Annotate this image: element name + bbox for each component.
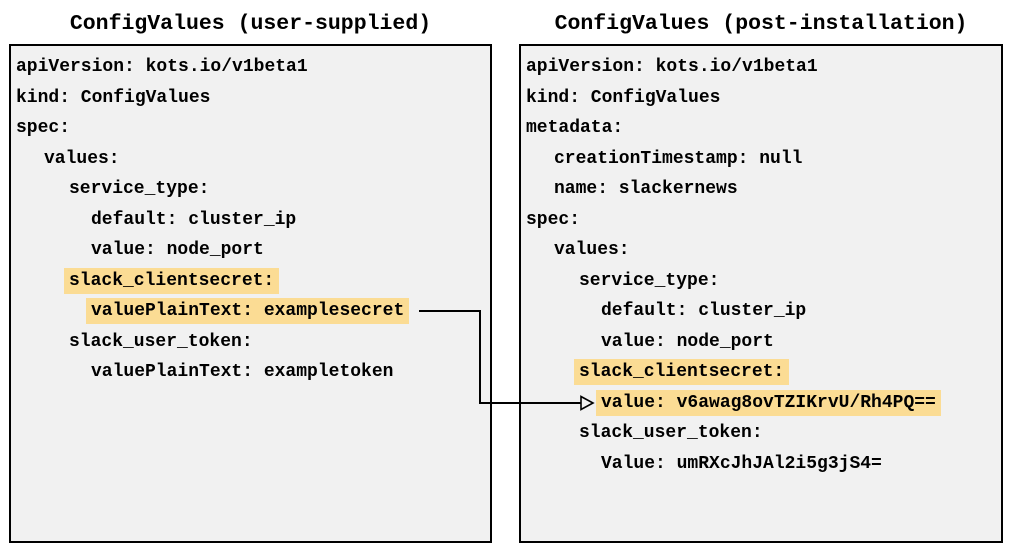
yaml-code-block: apiVersion: kots.io/v1beta1 kind: ConfigV… — [11, 46, 490, 388]
yaml-line: slack_clientsecret: — [526, 357, 1001, 388]
yaml-line: kind: ConfigValues — [526, 83, 1001, 114]
highlighted-yaml-text: slack_clientsecret: — [64, 267, 280, 294]
yaml-text: value: node_port — [91, 240, 264, 260]
yaml-text: name: slackernews — [554, 179, 738, 199]
yaml-text: kind: ConfigValues — [16, 87, 211, 108]
yaml-line: slack_clientsecret: — [16, 266, 490, 297]
yaml-text: service_type: — [579, 270, 720, 291]
yaml-line: valuePlainText: exampletoken — [16, 357, 490, 388]
yaml-line: apiVersion: kots.io/v1beta1 — [526, 52, 1001, 83]
yaml-line: spec: — [16, 113, 490, 144]
yaml-line: metadata: — [526, 113, 1001, 144]
yaml-line: service_type: — [16, 174, 490, 205]
yaml-text: default: cluster_ip — [91, 209, 297, 230]
yaml-text: Value: umRXcJhJAl2i5g3jS4= — [601, 453, 882, 474]
yaml-line: default: cluster_ip — [16, 205, 490, 236]
yaml-line: valuePlainText: examplesecret — [16, 296, 490, 327]
yaml-line: value: v6awag8ovTZIKrvU/Rh4PQ== — [526, 388, 1001, 419]
yaml-text: value: node_port — [601, 331, 774, 352]
yaml-line: name: slackernews — [526, 174, 1001, 205]
yaml-text: spec: — [16, 118, 71, 138]
yaml-text: default: cluster_ip — [601, 301, 807, 321]
yaml-line: service_type: — [526, 266, 1001, 297]
panel-title-post-installation: ConfigValues (post-installation) — [554, 12, 968, 36]
yaml-line: slack_user_token: — [16, 327, 490, 358]
yaml-line: value: node_port — [526, 327, 1001, 358]
panel-title-user-supplied: ConfigValues (user-supplied) — [69, 12, 432, 36]
yaml-text: apiVersion: kots.io/v1beta1 — [526, 57, 818, 77]
yaml-code-block: apiVersion: kots.io/v1beta1 kind: ConfigV… — [521, 46, 1001, 479]
yaml-line: value: node_port — [16, 235, 490, 266]
yaml-text: slack_user_token: — [579, 423, 763, 443]
yaml-line: creationTimestamp: null — [526, 144, 1001, 175]
yaml-text: creationTimestamp: null — [554, 148, 803, 169]
yaml-text: spec: — [526, 209, 581, 230]
config-values-user-supplied-panel: apiVersion: kots.io/v1beta1 kind: ConfigV… — [9, 44, 492, 543]
yaml-line: slack_user_token: — [526, 418, 1001, 449]
yaml-line: apiVersion: kots.io/v1beta1 — [16, 52, 490, 83]
yaml-line: values: — [16, 144, 490, 175]
yaml-line: Value: umRXcJhJAl2i5g3jS4= — [526, 449, 1001, 480]
highlighted-yaml-text: valuePlainText: examplesecret — [86, 298, 410, 324]
yaml-line: spec: — [526, 205, 1001, 236]
yaml-text: valuePlainText: exampletoken — [91, 362, 394, 382]
yaml-line: kind: ConfigValues — [16, 83, 490, 114]
yaml-text: values: — [554, 240, 630, 260]
yaml-line: default: cluster_ip — [526, 296, 1001, 327]
highlighted-yaml-text: slack_clientsecret: — [574, 359, 790, 385]
config-values-post-installation-panel: apiVersion: kots.io/v1beta1 kind: ConfigV… — [519, 44, 1003, 543]
yaml-text: apiVersion: kots.io/v1beta1 — [16, 57, 308, 77]
highlighted-yaml-text: value: v6awag8ovTZIKrvU/Rh4PQ== — [596, 389, 941, 416]
yaml-text: slack_user_token: — [69, 331, 253, 352]
yaml-text: service_type: — [69, 179, 210, 199]
yaml-text: kind: ConfigValues — [526, 87, 721, 108]
yaml-text: values: — [44, 148, 120, 169]
yaml-text: metadata: — [526, 118, 624, 138]
yaml-line: values: — [526, 235, 1001, 266]
